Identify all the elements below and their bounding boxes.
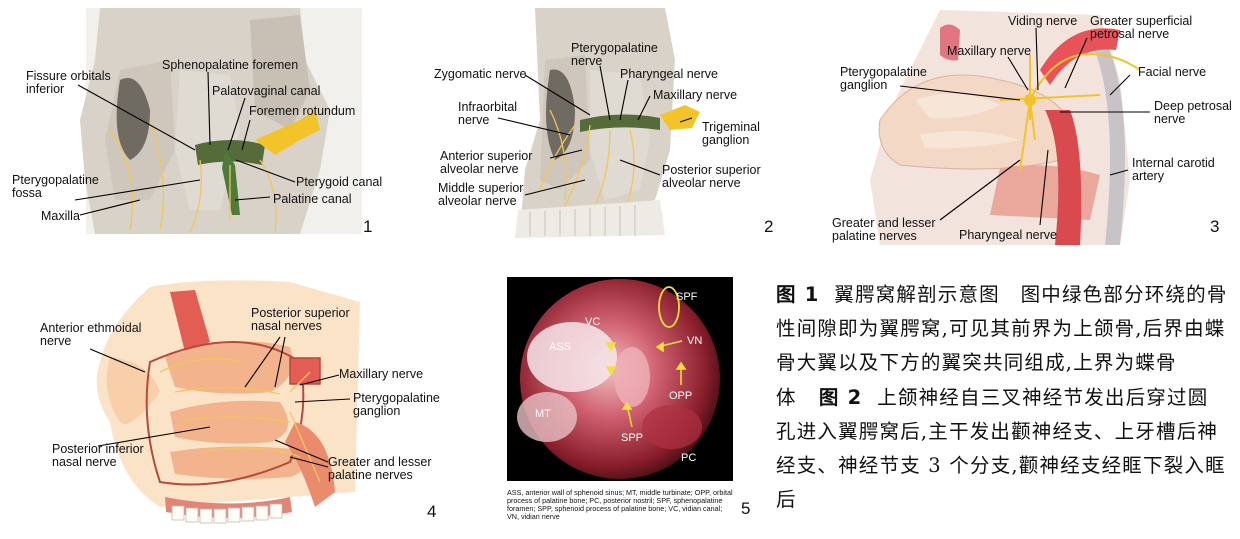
photo-label-vn: VN (687, 335, 702, 347)
panel-number-4: 4 (427, 502, 436, 522)
label-pharyngeal-nerve: Pharyngeal nerve (620, 68, 718, 81)
label-middle-superior-alveolar-nerve: Middle superior alveolar nerve (438, 182, 523, 208)
label-pharyngeal-nerve-3: Pharyngeal nerve (959, 229, 1057, 242)
label-posterior-superior-nasal-nerves: Posterior superior nasal nerves (251, 307, 350, 333)
label-fissure-orbitals: Fissure orbitals inferior (26, 70, 111, 96)
photo-label-pc: PC (681, 452, 696, 464)
label-maxillary-nerve: Maxillary nerve (653, 89, 737, 102)
label-greater-lesser-palatine-nerves-4: Greater and lesser palatine nerves (328, 456, 432, 482)
label-internal-carotid-artery: Internal carotid artery (1132, 157, 1215, 183)
panel-number-1: 1 (363, 217, 372, 237)
label-trigeminal-ganglion: Trigeminal ganglion (702, 121, 760, 147)
label-pterygoid-canal: Pterygoid canal (296, 176, 382, 189)
photo-label-opp: OPP (669, 390, 692, 402)
label-maxillary-nerve-4: Maxillary nerve (339, 368, 423, 381)
photo-abbreviation-note: ASS, anterior wall of sphenoid sinus; MT… (507, 489, 733, 521)
label-facial-nerve: Facial nerve (1138, 66, 1206, 79)
endoscopic-photo (507, 277, 733, 481)
label-viding-nerve: Viding nerve (1008, 15, 1077, 28)
label-pterygopalatine-ganglion-4: Pterygopalatine ganglion (353, 392, 440, 418)
label-posterior-inferior-nasal-nerve: Posterior inferior nasal nerve (52, 443, 144, 469)
label-sphenopalatine-foremen: Sphenopalatine foremen (162, 59, 298, 72)
figure-panel-3: Viding nerve Greater superficial petrosa… (820, 0, 1240, 245)
photo-label-ass: ASS (549, 341, 571, 353)
photo-label-spf: SPF (676, 291, 697, 303)
label-palatovaginal-canal: Palatovaginal canal (212, 85, 320, 98)
panel-number-3: 3 (1210, 217, 1219, 237)
label-anterior-superior-alveolar-nerve: Anterior superior alveolar nerve (440, 150, 532, 176)
label-pterygopalatine-fossa: Pterygopalatine fossa (12, 174, 99, 200)
label-pterygopalatine-nerve: Pterygopalatine nerve (571, 42, 658, 68)
figure-panel-4: Posterior superior nasal nerves Anterior… (0, 262, 460, 539)
panel-number-2: 2 (764, 217, 773, 237)
label-deep-petrosal-nerve: Deep petrosal nerve (1154, 100, 1232, 126)
label-greater-lesser-palatine-nerves-3: Greater and lesser palatine nerves (832, 217, 936, 243)
label-greater-superficial-petrosal-nerve: Greater superficial petrosal nerve (1090, 15, 1192, 41)
label-maxilla: Maxilla (41, 210, 80, 223)
label-posterior-superior-alveolar-nerve: Posterior superior alveolar nerve (662, 164, 761, 190)
label-anterior-ethmoidal-nerve: Anterior ethmoidal nerve (40, 322, 141, 348)
label-zygomatic-nerve: Zygomatic nerve (434, 68, 526, 81)
label-foremen-rotundum: Foremen rotundum (249, 105, 355, 118)
figure-panel-1: Fissure orbitals inferior Sphenopalatine… (0, 0, 390, 245)
photo-label-mt: MT (535, 408, 551, 420)
caption-fig2-label: 图 2 (819, 386, 862, 409)
label-maxillary-nerve-3: Maxillary nerve (947, 45, 1031, 58)
photo-label-spp: SPP (621, 432, 643, 444)
photo-label-vc: VC (585, 316, 600, 328)
figure-panel-2: Pterygopalatine nerve Zygomatic nerve Ph… (410, 0, 790, 245)
label-infraorbital-nerve: Infraorbital nerve (458, 101, 517, 127)
label-palatine-canal: Palatine canal (273, 193, 352, 206)
figure-caption: 图 1 翼腭窝解剖示意图 图中绿色部分环绕的骨性间隙即为翼腭窝,可见其前界为上颌… (776, 278, 1228, 517)
panel-number-5: 5 (741, 499, 750, 519)
label-pterygopalatine-ganglion-3: Pterygopalatine ganglion (840, 66, 927, 92)
caption-fig1-label: 图 1 (776, 283, 819, 306)
